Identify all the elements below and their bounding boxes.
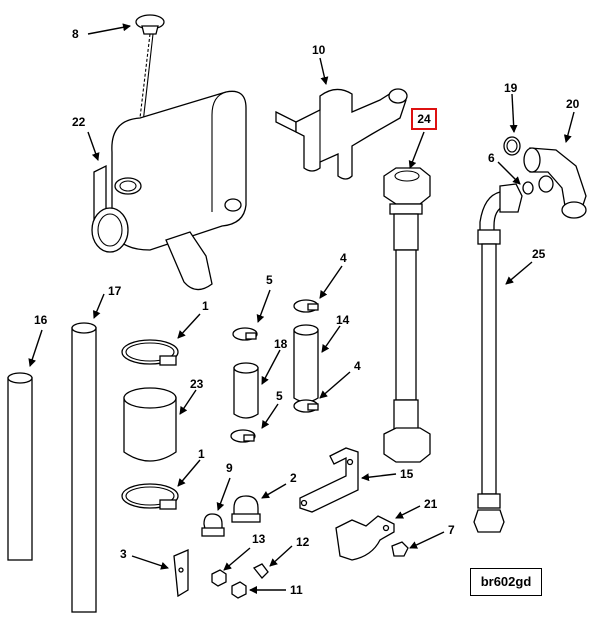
part-24-hose xyxy=(383,167,431,463)
callout-9: 9 xyxy=(226,461,233,475)
part-19-oring xyxy=(503,136,521,156)
part-1-clamp-upper xyxy=(121,339,179,366)
part-5-clamp-lower xyxy=(230,429,256,443)
part-14-hose xyxy=(293,324,319,403)
leader-arrows xyxy=(28,23,575,594)
part-12-screw xyxy=(252,563,269,579)
callout-11: 11 xyxy=(290,583,303,597)
highlighted-callout-24: 24 xyxy=(411,108,437,130)
callout-3: 3 xyxy=(120,547,127,561)
part-2-clamp xyxy=(231,495,261,523)
part-4-clamp-lower xyxy=(293,399,319,413)
part-4-clamp-upper xyxy=(293,299,319,313)
part-9-clamp xyxy=(201,513,225,537)
callout-1-upper: 1 xyxy=(202,299,209,313)
callout-22: 22 xyxy=(72,115,86,129)
callout-17: 17 xyxy=(108,284,122,298)
callout-4-upper: 4 xyxy=(340,251,347,265)
part-18-hose xyxy=(233,362,259,419)
part-10-elbow-fitting xyxy=(275,88,408,180)
callout-13: 13 xyxy=(252,532,266,546)
callout-21: 21 xyxy=(424,497,438,511)
callout-16: 16 xyxy=(34,313,48,327)
callout-18: 18 xyxy=(274,337,288,351)
callout-8: 8 xyxy=(72,27,79,41)
callout-5-upper: 5 xyxy=(266,273,273,287)
callout-10: 10 xyxy=(312,43,326,57)
part-22-tank xyxy=(91,90,247,291)
part-21-saddle-clamp xyxy=(335,515,395,561)
callout-1-lower: 1 xyxy=(198,447,205,461)
callout-19: 19 xyxy=(504,81,518,95)
reference-code: br602gd xyxy=(480,574,532,589)
part-5-clamp-upper xyxy=(232,327,258,341)
callout-14: 14 xyxy=(336,313,350,327)
part-23-sleeve xyxy=(123,387,177,462)
part-15-bracket xyxy=(299,447,359,513)
callout-5-lower: 5 xyxy=(276,389,283,403)
callout-12: 12 xyxy=(296,535,310,549)
reference-code-box: br602gd xyxy=(470,568,542,596)
part-6-oring xyxy=(522,175,554,195)
callout-20: 20 xyxy=(566,97,580,111)
callout-7: 7 xyxy=(448,523,455,537)
part-7-screw xyxy=(391,541,409,557)
highlighted-callout-label: 24 xyxy=(417,112,431,126)
part-25-hose xyxy=(473,183,523,533)
callout-15: 15 xyxy=(400,467,414,481)
part-20-elbow xyxy=(523,147,587,219)
callout-25: 25 xyxy=(532,247,546,261)
part-1-clamp-lower xyxy=(121,483,179,510)
callout-6: 6 xyxy=(488,151,495,165)
part-13-nut xyxy=(211,569,227,587)
callout-4-lower: 4 xyxy=(354,359,361,373)
part-16-tube xyxy=(7,372,33,561)
part-3-bracket xyxy=(173,549,189,598)
callout-2: 2 xyxy=(290,471,297,485)
part-17-tube xyxy=(71,322,97,613)
part-11-bolt xyxy=(231,581,247,599)
callout-23: 23 xyxy=(190,377,204,391)
